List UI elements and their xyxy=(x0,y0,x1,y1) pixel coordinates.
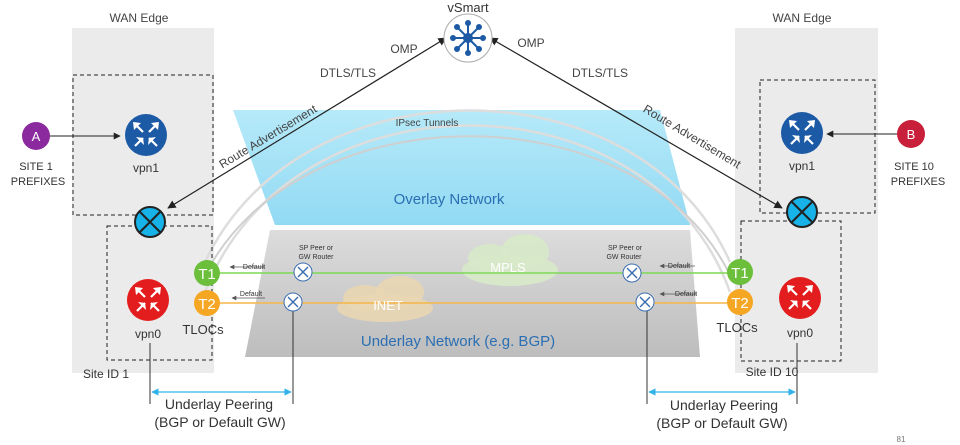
right-sp-peer-line2: GW Router xyxy=(606,254,642,261)
left-tloc2-circle xyxy=(194,290,220,316)
left-vpn0-router-icon xyxy=(127,279,169,321)
right-dtls-label: DTLS/TLS xyxy=(572,66,628,80)
right-tloc1-label: T1 xyxy=(731,265,749,282)
right-tloc2-label: T2 xyxy=(731,295,749,312)
right-vedge-icon xyxy=(786,196,818,228)
left-vpn1-router-icon xyxy=(125,114,167,156)
vsmart-icon xyxy=(443,13,493,63)
right-wan-edge-label: WAN Edge xyxy=(773,11,832,25)
inet-cloud xyxy=(337,276,433,322)
underlay-network-label: Underlay Network (e.g. BGP) xyxy=(361,333,555,350)
right-vpn0-label: vpn0 xyxy=(787,326,813,340)
right-mpls-peer-router-icon xyxy=(622,263,642,283)
page-number: 81 xyxy=(897,435,906,444)
left-inet-peer-router-icon xyxy=(283,292,303,312)
site-b-badge xyxy=(897,120,925,148)
right-omp-label: OMP xyxy=(517,36,544,50)
left-tlocs-label: TLOCs xyxy=(182,322,224,337)
right-vpn0-router-icon xyxy=(779,277,821,319)
underlay-network-area xyxy=(245,230,700,357)
left-dtls-label: DTLS/TLS xyxy=(320,66,376,80)
left-tloc2-label: T2 xyxy=(198,296,216,313)
right-default-label-2: Default xyxy=(675,291,697,298)
site-a-prefix-line2: PREFIXES xyxy=(11,176,65,188)
left-tloc1-label: T1 xyxy=(198,266,216,283)
site-b-prefix-line1: SITE 10 xyxy=(894,161,934,173)
left-wan-edge-label: WAN Edge xyxy=(110,11,169,25)
mpls-label: MPLS xyxy=(490,260,526,275)
left-peering-line1: Underlay Peering xyxy=(165,396,273,412)
right-sp-peer-line1: SP Peer or xyxy=(608,245,643,252)
left-mpls-peer-router-icon xyxy=(293,262,313,282)
left-vedge-icon xyxy=(134,206,166,238)
vsmart-label: vSmart xyxy=(447,0,489,15)
site-a-badge xyxy=(22,122,50,150)
left-default-label-2: Default xyxy=(240,291,262,298)
left-vpn0-label: vpn0 xyxy=(135,327,161,341)
right-site-id-label: Site ID 10 xyxy=(746,365,799,379)
site-b-badge-label: B xyxy=(907,127,916,142)
site-a-prefix-line1: SITE 1 xyxy=(19,161,53,173)
left-omp-arrow xyxy=(167,37,447,209)
ipsec-tunnels-label: IPsec Tunnels xyxy=(396,118,459,129)
mpls-cloud xyxy=(462,234,558,286)
site-a-badge-label: A xyxy=(32,129,41,144)
site-b-prefix-line2: PREFIXES xyxy=(891,176,945,188)
right-peering-line1: Underlay Peering xyxy=(670,397,778,413)
left-site-id-label: Site ID 1 xyxy=(83,367,129,381)
overlay-network-label: Overlay Network xyxy=(394,191,505,208)
right-vpn1-label: vpn1 xyxy=(789,159,815,173)
right-peering-line2: (BGP or Default GW) xyxy=(656,415,787,431)
left-vpn1-label: vpn1 xyxy=(133,161,159,175)
left-tloc1-circle xyxy=(194,260,220,286)
inet-label: INET xyxy=(373,298,403,313)
right-tloc2-circle xyxy=(727,289,753,315)
right-inet-peer-router-icon xyxy=(635,292,655,312)
left-sp-peer-line2: GW Router xyxy=(298,254,334,261)
left-sp-peer-line1: SP Peer or xyxy=(299,245,334,252)
right-omp-arrow xyxy=(489,37,783,209)
right-vpn1-router-icon xyxy=(781,112,823,154)
left-peering-line2: (BGP or Default GW) xyxy=(154,414,285,430)
right-default-label-1: Default xyxy=(668,263,690,270)
right-tlocs-label: TLOCs xyxy=(716,320,758,335)
left-omp-label: OMP xyxy=(390,42,417,56)
right-tloc1-circle xyxy=(727,259,753,285)
left-default-label-1: Default xyxy=(243,264,265,271)
